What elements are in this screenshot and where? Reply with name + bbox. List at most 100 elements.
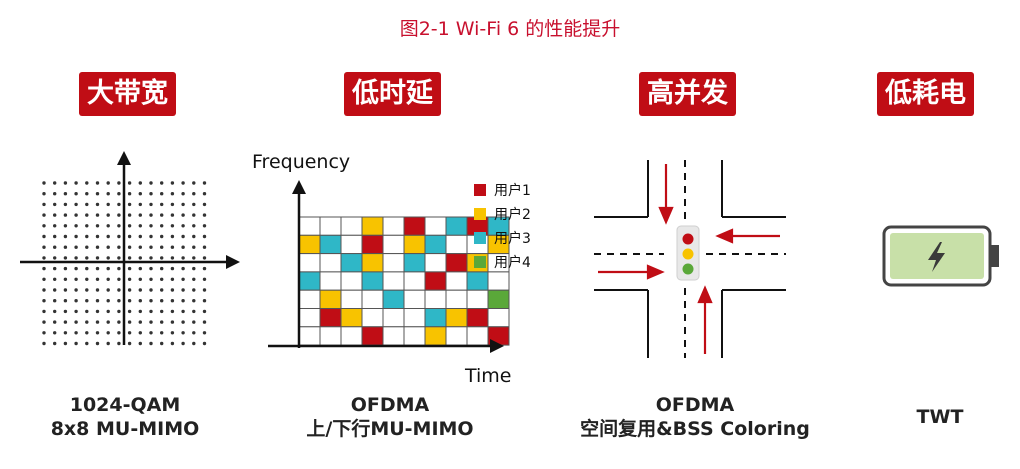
frequency-axis-label: Frequency	[252, 151, 350, 173]
constellation-point	[85, 277, 89, 281]
constellation-point	[138, 224, 142, 228]
constellation-point	[117, 213, 121, 217]
caption-latency-line1: OFDMA	[350, 394, 430, 416]
constellation-point	[192, 202, 196, 207]
resource-unit-empty	[382, 216, 405, 236]
constellation-point	[160, 192, 164, 196]
constellation-point	[95, 320, 100, 324]
constellation-point	[181, 245, 185, 249]
resource-unit-empty	[298, 253, 321, 273]
caption-power-line1: TWT	[916, 406, 964, 428]
caption-latency: OFDMA 上/下行MU-MIMO	[270, 393, 510, 441]
constellation-point	[117, 320, 121, 324]
constellation-dots	[42, 181, 207, 346]
constellation-point	[85, 309, 89, 314]
constellation-point	[170, 181, 175, 185]
constellation-point	[149, 181, 153, 185]
constellation-point	[138, 277, 142, 281]
constellation-point	[117, 234, 121, 239]
constellation-point	[85, 320, 89, 324]
intersection-diagram	[594, 160, 786, 358]
constellation-point	[149, 266, 153, 271]
constellation-point	[106, 288, 110, 292]
constellation-point	[170, 224, 175, 228]
constellation-point	[106, 309, 110, 314]
constellation-point	[85, 266, 89, 271]
constellation-point	[42, 266, 46, 271]
constellation-point	[127, 331, 132, 335]
constellation-point	[117, 181, 121, 185]
constellation-point	[74, 181, 78, 185]
constellation-point	[149, 224, 153, 228]
constellation-point	[95, 245, 100, 249]
constellation-point	[95, 202, 100, 207]
constellation-point	[149, 256, 153, 260]
constellation-point	[192, 277, 196, 281]
resource-unit-user2	[403, 234, 426, 255]
resource-unit-empty	[340, 289, 363, 309]
resource-unit-empty	[382, 308, 405, 328]
constellation-point	[170, 266, 175, 271]
constellation-point	[53, 224, 57, 228]
constellation-point	[127, 320, 132, 324]
constellation-point	[202, 234, 207, 239]
resource-unit-empty	[445, 289, 468, 309]
resource-unit-user3	[424, 308, 447, 328]
resource-unit-empty	[403, 326, 426, 346]
constellation-point	[106, 202, 110, 207]
constellation-point	[202, 288, 207, 292]
constellation-point	[149, 341, 153, 346]
constellation-point	[160, 213, 164, 217]
constellation-point	[85, 299, 89, 303]
constellation-point	[181, 309, 185, 314]
constellation-point	[95, 213, 100, 217]
constellation-point	[117, 256, 121, 260]
resource-unit-empty	[466, 326, 489, 346]
constellation-point	[42, 341, 46, 346]
constellation-point	[74, 266, 78, 271]
constellation-point	[192, 320, 196, 324]
constellation-point	[138, 234, 142, 239]
resource-unit-empty	[298, 289, 321, 309]
constellation-point	[95, 224, 100, 228]
constellation-point	[181, 224, 185, 228]
constellation-point	[170, 277, 175, 281]
resource-unit-user2	[298, 234, 321, 255]
constellation-point	[95, 331, 100, 335]
constellation-point	[42, 277, 46, 281]
constellation-point	[202, 192, 207, 196]
constellation-point	[160, 234, 164, 239]
constellation-point	[85, 192, 89, 196]
constellation-point	[85, 341, 89, 346]
constellation-point	[95, 181, 100, 185]
constellation-point	[138, 299, 142, 303]
constellation-point	[106, 224, 110, 228]
constellation-point	[53, 288, 57, 292]
constellation-point	[160, 341, 164, 346]
resource-unit-empty	[298, 326, 321, 346]
battery-terminal	[991, 245, 999, 267]
constellation-point	[149, 320, 153, 324]
constellation-point	[106, 331, 110, 335]
resource-unit-empty	[298, 216, 321, 236]
caption-concurrency-line2: 空间复用&BSS Coloring	[580, 418, 810, 440]
constellation-point	[170, 331, 175, 335]
constellation-point	[95, 288, 100, 292]
constellation-point	[63, 341, 68, 346]
constellation-point	[192, 234, 196, 239]
resource-unit-empty	[319, 326, 342, 346]
constellation-point	[53, 299, 57, 303]
constellation-point	[53, 245, 57, 249]
constellation-point	[192, 299, 196, 303]
resource-unit-user3	[445, 216, 468, 236]
figure-title: 图2-1 Wi-Fi 6 的性能提升	[399, 18, 621, 40]
constellation-point	[149, 277, 153, 281]
constellation-point	[192, 341, 196, 346]
constellation-point	[53, 266, 57, 271]
badge-high-bandwidth: 大带宽	[79, 72, 176, 116]
constellation-point	[74, 320, 78, 324]
constellation-point	[170, 309, 175, 314]
constellation-point	[117, 245, 121, 249]
constellation-point	[127, 341, 132, 346]
constellation-point	[160, 331, 164, 335]
